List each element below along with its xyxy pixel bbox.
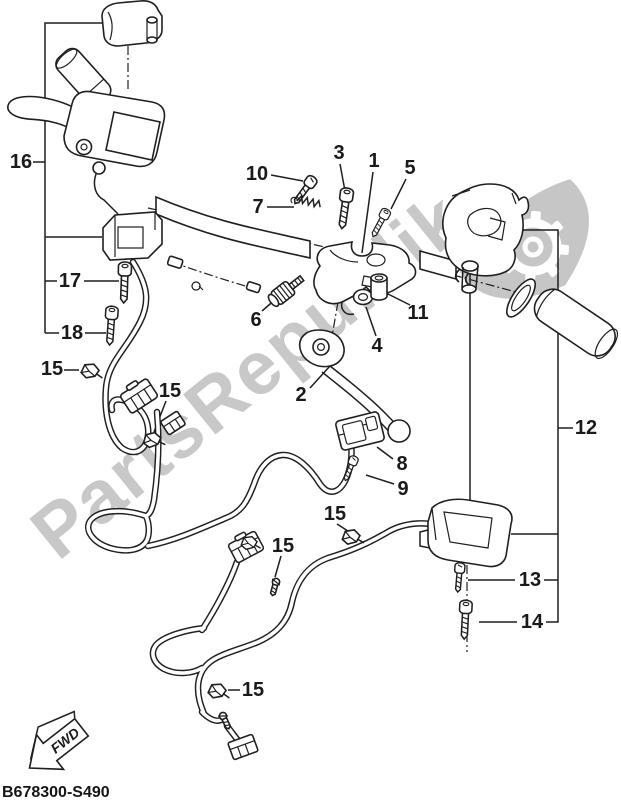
diagram-code: B678300-S490 [2, 784, 110, 800]
connector-a2 [160, 410, 186, 436]
spring-7 [290, 194, 321, 209]
cable-adjuster-6 [267, 274, 305, 308]
screw-17 [116, 260, 133, 305]
lower-handle-clamp [102, 211, 163, 261]
lever-holder [313, 240, 417, 316]
clutch-cable [166, 255, 262, 294]
master-cylinder-assembly [7, 47, 166, 215]
switch-housing-12-upper [442, 183, 530, 294]
handlebar-grip [506, 278, 619, 360]
nut-4 [352, 288, 374, 306]
collar-11 [370, 273, 388, 301]
fwd-arrow: FWD [28, 710, 90, 771]
wire-clamp-15-e [206, 681, 231, 703]
upper-handle-clamp [101, 0, 163, 47]
screw-9 [340, 454, 360, 483]
screw-18 [102, 305, 120, 347]
clutch-lever [298, 329, 411, 443]
wire-clamp-15-a [79, 361, 104, 383]
connector-c [227, 733, 259, 761]
bolt-3 [334, 186, 355, 231]
switch-bracket-13 [419, 498, 513, 568]
bracket-16-lines [33, 22, 119, 334]
bolt-14 [457, 599, 474, 641]
leader-lines [64, 163, 411, 691]
screw-13 [452, 561, 466, 594]
switch-housing-8 [335, 411, 385, 451]
screw-15-d [267, 576, 283, 598]
handlebar [155, 195, 473, 286]
